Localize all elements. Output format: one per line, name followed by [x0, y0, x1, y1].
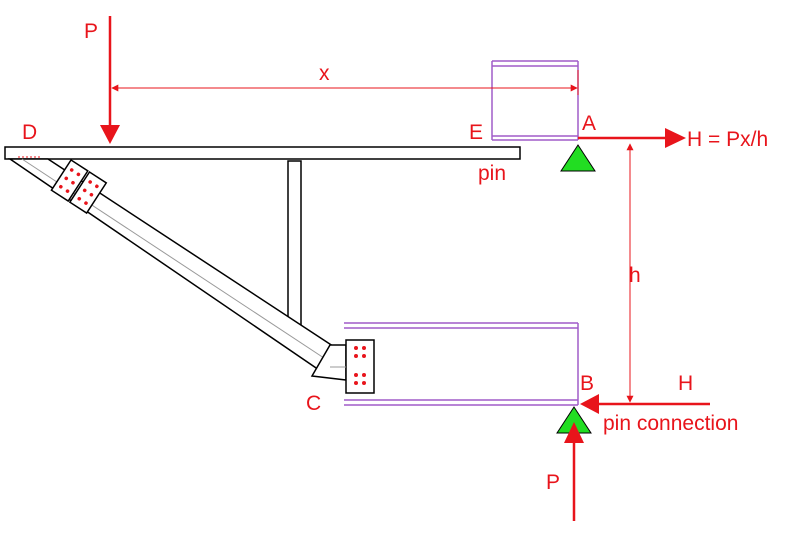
vertical-post — [287, 160, 302, 328]
label-span-x: x — [319, 62, 330, 85]
reaction-arrow-a — [578, 128, 686, 148]
load-arrow-top — [100, 16, 120, 144]
bolt-group-d — [59, 168, 99, 205]
horizontal-beam — [4, 146, 521, 160]
bolt-group-c — [354, 346, 366, 385]
label-pin-connection: pin connection — [603, 412, 738, 435]
label-point-a: A — [582, 112, 596, 135]
label-point-b: B — [580, 372, 594, 395]
label-point-c: C — [306, 392, 321, 415]
upper-column-section — [491, 60, 579, 141]
label-reaction-a: H = Px/h — [687, 128, 768, 151]
end-plate-c — [310, 339, 375, 394]
label-load-bottom: P — [546, 471, 560, 494]
lower-column-section — [344, 322, 579, 406]
label-reaction-b: H — [678, 372, 693, 395]
label-height-h: h — [629, 264, 641, 287]
label-point-e: E — [469, 121, 483, 144]
label-pin-e: pin — [478, 162, 506, 185]
reaction-arrow-b — [580, 394, 710, 414]
splice-plate-d — [50, 158, 108, 215]
label-load-top: P — [84, 20, 98, 43]
label-point-d: D — [22, 121, 37, 144]
triangle-pin-support-icon — [560, 144, 596, 172]
load-arrow-bottom — [564, 422, 584, 521]
